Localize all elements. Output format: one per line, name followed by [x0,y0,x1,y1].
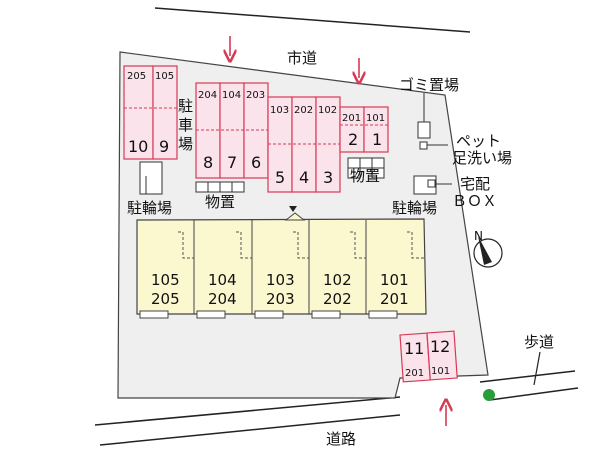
unit-104: 104 [208,271,237,289]
unit-101: 101 [380,271,409,289]
sidewalk-line-2 [489,387,579,401]
parking-4: 4 [299,168,309,187]
parking-4-unit: 202 [294,105,313,116]
parking-3: 3 [323,168,333,187]
parking-5-unit: 103 [270,105,289,116]
parking-12-unit: 101 [431,366,450,377]
parking-6: 6 [251,153,261,172]
garbage-area: ゴミ置場 [399,76,459,139]
bike-parking-label-right: 駐輪場 [392,199,437,217]
compass-icon: N [473,229,503,268]
parking-8-unit: 204 [198,90,217,101]
unit-105: 105 [151,271,180,289]
city-road-line [154,7,471,33]
delivery-box-label-1: 宅配 [460,175,490,193]
parking-1: 1 [372,130,382,149]
parking-7-unit: 104 [222,90,241,101]
compass-north-label: N [474,229,483,243]
main-road-line-1 [94,396,401,426]
storage-left: 物置 [195,181,245,211]
parking-block-a: 205 105 10 9 [123,65,178,160]
unit-103: 103 [266,271,295,289]
parking-8: 8 [203,153,213,172]
parking-9: 9 [159,137,169,156]
storage-label-right: 物置 [350,167,380,185]
parking-block-e: 11 12 201 101 [399,330,458,383]
pet-wash-label-1: ペット [456,132,501,150]
parking-2: 2 [348,130,358,149]
unit-202: 202 [323,290,352,308]
parking-10-unit: 205 [127,71,146,82]
unit-203: 203 [266,290,295,308]
parking-block-c: 103 202 102 5 4 3 [267,96,341,193]
storage-label-left: 物置 [205,193,235,211]
parking-1-unit: 101 [366,113,385,124]
parking-10: 10 [128,137,148,156]
storage-right: 物置 [347,157,385,185]
sidewalk-pointer [533,351,541,386]
location-marker-icon [483,389,495,401]
parking-9-unit: 105 [155,71,174,82]
delivery-box: 宅配 ＢＯＸ [413,175,497,210]
sidewalk-line-1 [479,370,576,383]
parking-label-2: 車 [178,116,193,134]
parking-12: 12 [430,337,450,356]
parking-label-3: 場 [178,135,193,153]
parking-label-1: 駐 [178,97,193,115]
parking-6-unit: 203 [246,90,265,101]
sidewalk-label: 歩道 [524,333,554,351]
parking-11: 11 [404,339,424,358]
unit-205: 205 [151,290,180,308]
garbage-label: ゴミ置場 [399,76,459,94]
parking-2-unit: 201 [342,113,361,124]
pet-wash-label-2: 足洗い場 [452,149,512,167]
city-road-label: 市道 [287,49,317,67]
parking-block-d: 201 101 2 1 [339,106,389,153]
parking-7: 7 [227,153,237,172]
bike-parking-label-left: 駐輪場 [127,199,172,217]
parking-11-unit: 201 [405,368,424,379]
parking-block-b: 204 104 203 8 7 6 [195,82,269,179]
main-road-label: 道路 [326,430,356,448]
delivery-box-label-2: ＢＯＸ [452,192,497,210]
entrance-marker-icon [289,206,297,212]
apartment-building: 105 205 104 204 103 203 102 202 101 201 [136,206,427,319]
unit-204: 204 [208,290,237,308]
pet-wash: ペット 足洗い場 [419,132,512,167]
bike-parking-left: 駐輪場 [127,161,172,217]
unit-102: 102 [323,271,352,289]
parking-5: 5 [275,168,285,187]
parking-3-unit: 102 [318,105,337,116]
unit-201: 201 [380,290,409,308]
main-road-line-2 [99,414,401,446]
